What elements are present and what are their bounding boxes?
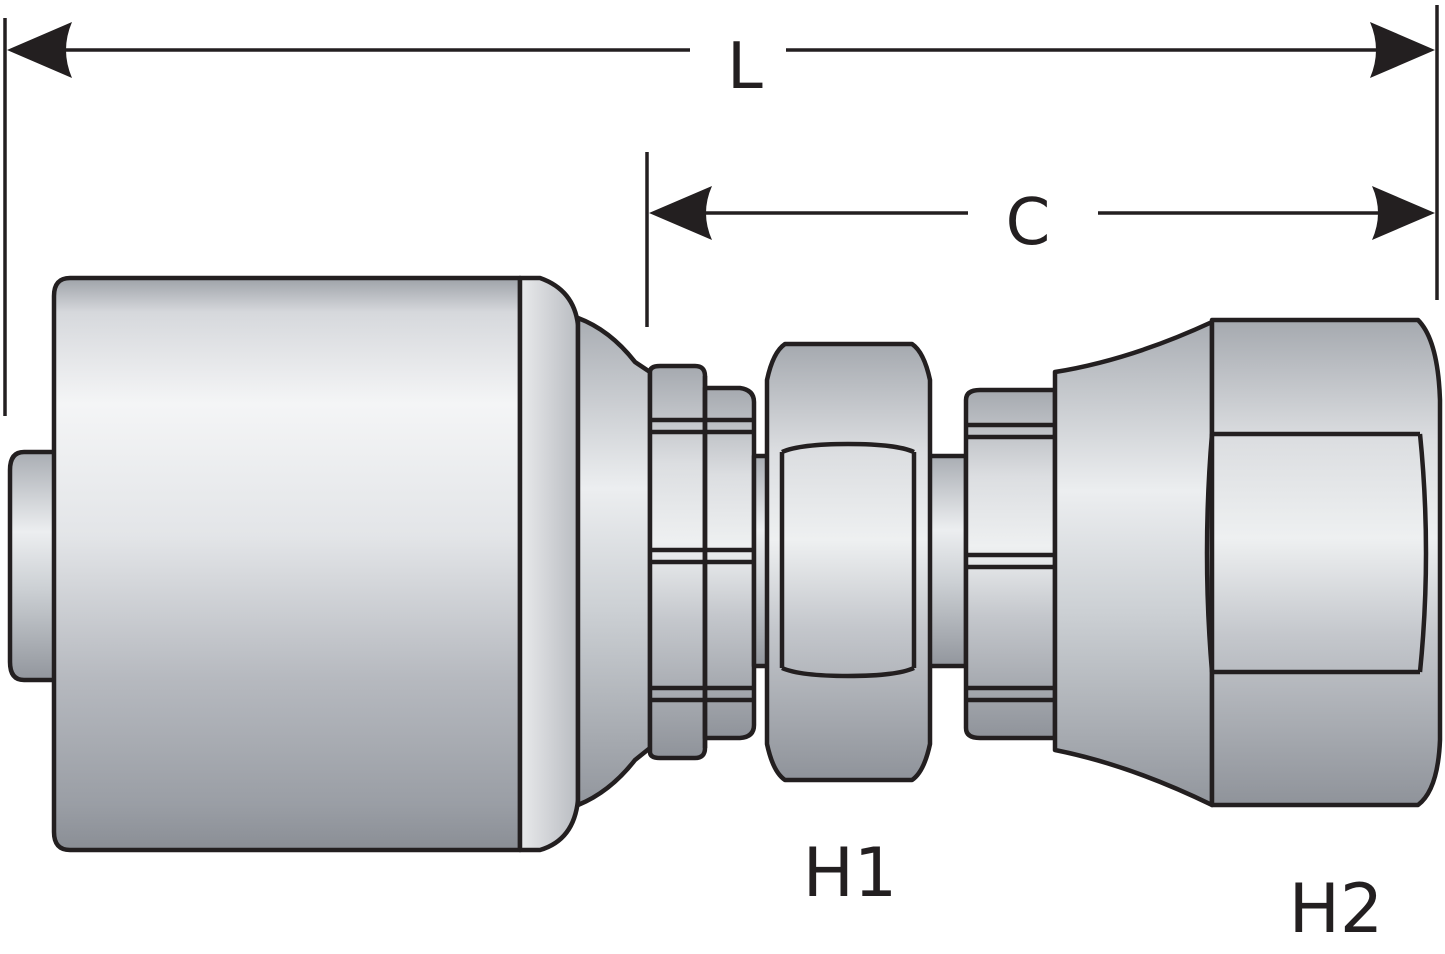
dimension-l: L bbox=[3, 5, 1439, 416]
dimension-c: C bbox=[645, 152, 1435, 327]
arrowhead-c-right bbox=[1372, 186, 1435, 240]
arrowhead-l-right bbox=[1370, 22, 1435, 78]
hex-h2 bbox=[1204, 317, 1443, 808]
dimension-label-l: L bbox=[727, 30, 763, 104]
arrowhead-l-left bbox=[7, 22, 72, 78]
hex-h1 bbox=[764, 341, 933, 783]
ferrule-body bbox=[51, 275, 523, 853]
hex-label-h1: H1 bbox=[803, 834, 897, 913]
nut-taper bbox=[1052, 319, 1215, 808]
swivel-collar-left bbox=[647, 363, 757, 761]
ferrule-shell bbox=[51, 275, 581, 853]
swivel-collar-right bbox=[963, 387, 1058, 741]
ferrule-end-cap bbox=[517, 275, 581, 853]
dimension-label-c: C bbox=[1006, 186, 1051, 260]
hex-h2-body bbox=[1209, 317, 1443, 808]
hex-label-h2: H2 bbox=[1289, 870, 1383, 949]
hex-h1-body bbox=[764, 341, 933, 783]
arrowhead-c-left bbox=[649, 186, 712, 240]
ferrule-neck bbox=[575, 315, 653, 808]
